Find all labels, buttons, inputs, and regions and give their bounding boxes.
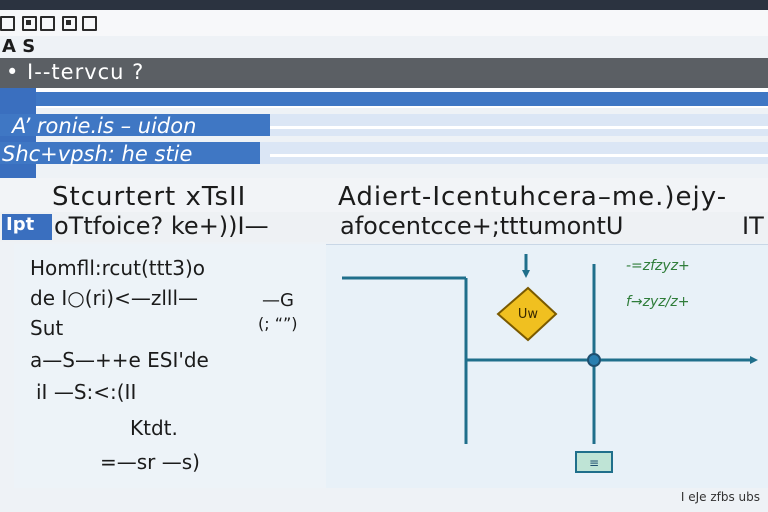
output-box[interactable] bbox=[575, 451, 613, 473]
window-icon[interactable] bbox=[82, 16, 97, 31]
arrowhead-icon bbox=[750, 356, 758, 364]
banner-row-1: A’ ronie.is – uidon bbox=[0, 114, 768, 138]
panel-line: Ktdt. bbox=[130, 416, 178, 440]
panel-line: de I○(ri)<—zlll— bbox=[30, 286, 199, 310]
decision-node[interactable] bbox=[496, 286, 558, 342]
toolbar bbox=[0, 10, 768, 36]
subheading-badge[interactable]: Ipt bbox=[2, 214, 52, 240]
heading-left: Stcurtert xTsII bbox=[52, 182, 247, 212]
status-text: I eJe zfbs ubs bbox=[680, 490, 760, 504]
save-icon[interactable] bbox=[22, 16, 37, 31]
title-bar bbox=[0, 0, 768, 10]
subheading-left: oTtfoice? ke+))I— bbox=[54, 212, 269, 240]
annotation: -=zfzyz+ bbox=[626, 258, 690, 274]
panel-line: =—sr —s) bbox=[100, 450, 200, 474]
grid-icon[interactable] bbox=[62, 16, 77, 31]
subheading-right: afocentcce+;tttumontU bbox=[340, 212, 624, 240]
flow-diagram: Uw ≡ -=zfzyz+ f→zyz/z+ bbox=[342, 254, 758, 473]
heading-right: Adiert-Icentuhcera–me.)ejy- bbox=[338, 182, 728, 212]
address-text: • I--tervcu ? bbox=[6, 60, 145, 84]
panel-line: iI —S:<:(II bbox=[36, 380, 137, 404]
folder-icon[interactable] bbox=[40, 16, 55, 31]
heading-row: Stcurtert xTsII Adiert-Icentuhcera–me.)e… bbox=[0, 178, 768, 212]
menu-label[interactable]: A S bbox=[2, 36, 36, 57]
subheading-end: IT bbox=[742, 212, 764, 240]
banner-bar-2 bbox=[0, 142, 260, 164]
banner-line-2: Shc+vpsh: he stie bbox=[2, 142, 193, 166]
panel-line: Sut bbox=[30, 316, 64, 340]
junction-node[interactable] bbox=[587, 353, 601, 367]
arrowhead-icon bbox=[522, 270, 530, 278]
panel-snippet: —G bbox=[262, 290, 294, 311]
annotation: f→zyz/z+ bbox=[626, 294, 689, 310]
decision-label: Uw bbox=[518, 307, 539, 322]
panel-line: a—S—++e ESI'de bbox=[30, 348, 209, 372]
banner-bar-1 bbox=[0, 114, 270, 136]
divider bbox=[270, 126, 768, 129]
left-panel bbox=[14, 244, 326, 488]
banner-row-2: Shc+vpsh: he stie bbox=[0, 142, 768, 166]
banner-line-1: A’ ronie.is – uidon bbox=[12, 114, 197, 138]
panel-snippet: (; “”) bbox=[258, 314, 298, 333]
panel-line: Homfll:rcut(ttt3)o bbox=[30, 256, 206, 280]
output-box-label: ≡ bbox=[589, 456, 599, 470]
status-bar: I eJe zfbs ubs bbox=[0, 488, 768, 512]
address-bar[interactable]: • I--tervcu ? bbox=[0, 58, 768, 88]
subheading-row: Ipt oTtfoice? ke+))I— afocentcce+;tttumo… bbox=[0, 212, 768, 242]
divider bbox=[270, 154, 768, 157]
ribbon bbox=[0, 88, 768, 108]
ribbon-accent bbox=[36, 92, 768, 106]
file-icon[interactable] bbox=[0, 16, 15, 31]
